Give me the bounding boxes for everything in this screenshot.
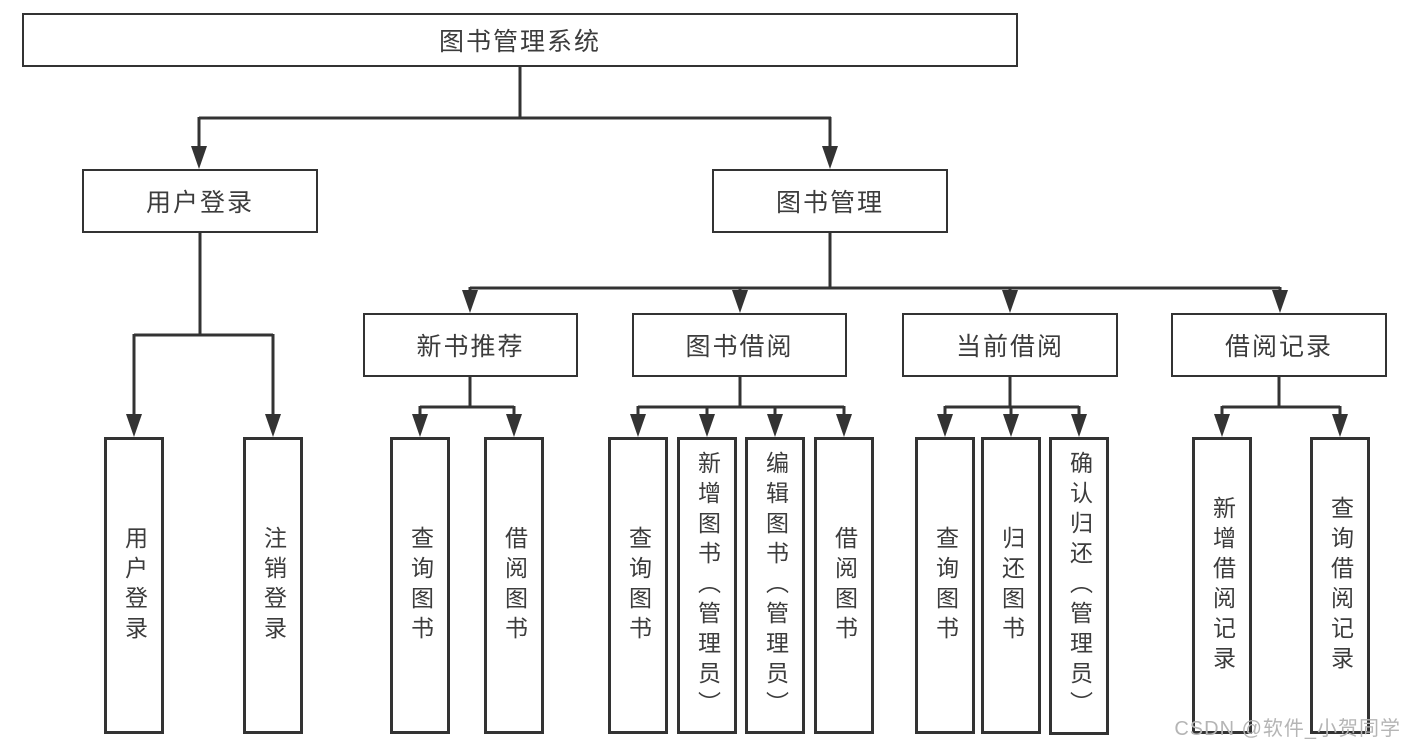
leaf-add-borrow-record: 新增借阅记录 bbox=[1192, 437, 1252, 734]
leaf-edit-book-admin: 编辑图书（管理员） bbox=[745, 437, 805, 734]
node-user-login: 用户登录 bbox=[82, 169, 318, 233]
leaf-query-books-1-label: 查询图书 bbox=[407, 525, 434, 646]
leaf-query-books-2-label: 查询图书 bbox=[625, 525, 652, 646]
leaf-user-login: 用户登录 bbox=[104, 437, 164, 734]
leaf-return-books-label: 归还图书 bbox=[998, 525, 1025, 646]
node-current-borrowing: 当前借阅 bbox=[902, 313, 1118, 377]
leaf-query-borrow-record-label: 查询借阅记录 bbox=[1327, 495, 1354, 676]
leaf-borrow-books-1: 借阅图书 bbox=[484, 437, 544, 734]
leaf-query-borrow-record: 查询借阅记录 bbox=[1310, 437, 1370, 734]
leaf-query-books-2: 查询图书 bbox=[608, 437, 668, 734]
leaf-query-books-1: 查询图书 bbox=[390, 437, 450, 734]
leaf-borrow-books-2-label: 借阅图书 bbox=[831, 525, 858, 646]
leaf-return-books: 归还图书 bbox=[981, 437, 1041, 734]
leaf-confirm-return-admin-label: 确认归还（管理员） bbox=[1066, 451, 1093, 721]
leaf-logout-login: 注销登录 bbox=[243, 437, 303, 734]
leaf-borrow-books-2: 借阅图书 bbox=[814, 437, 874, 734]
node-borrowing-records: 借阅记录 bbox=[1171, 313, 1387, 377]
leaf-add-book-admin: 新增图书（管理员） bbox=[677, 437, 737, 734]
leaf-confirm-return-admin: 确认归还（管理员） bbox=[1049, 437, 1109, 735]
leaf-borrow-books-1-label: 借阅图书 bbox=[501, 525, 528, 646]
leaf-add-book-admin-label: 新增图书（管理员） bbox=[694, 450, 721, 721]
leaf-logout-login-label: 注销登录 bbox=[260, 525, 287, 646]
node-book-borrowing: 图书借阅 bbox=[632, 313, 847, 377]
watermark-csdn: CSDN @软件_小贺同学 bbox=[1174, 718, 1401, 740]
node-new-book-recommendation: 新书推荐 bbox=[363, 313, 578, 377]
leaf-edit-book-admin-label: 编辑图书（管理员） bbox=[762, 450, 789, 721]
leaf-query-books-3: 查询图书 bbox=[915, 437, 975, 734]
leaf-add-borrow-record-label: 新增借阅记录 bbox=[1209, 495, 1236, 676]
node-book-management: 图书管理 bbox=[712, 169, 948, 233]
leaf-user-login-label: 用户登录 bbox=[121, 525, 148, 646]
leaf-query-books-3-label: 查询图书 bbox=[932, 525, 959, 646]
node-library-management-system: 图书管理系统 bbox=[22, 13, 1018, 67]
